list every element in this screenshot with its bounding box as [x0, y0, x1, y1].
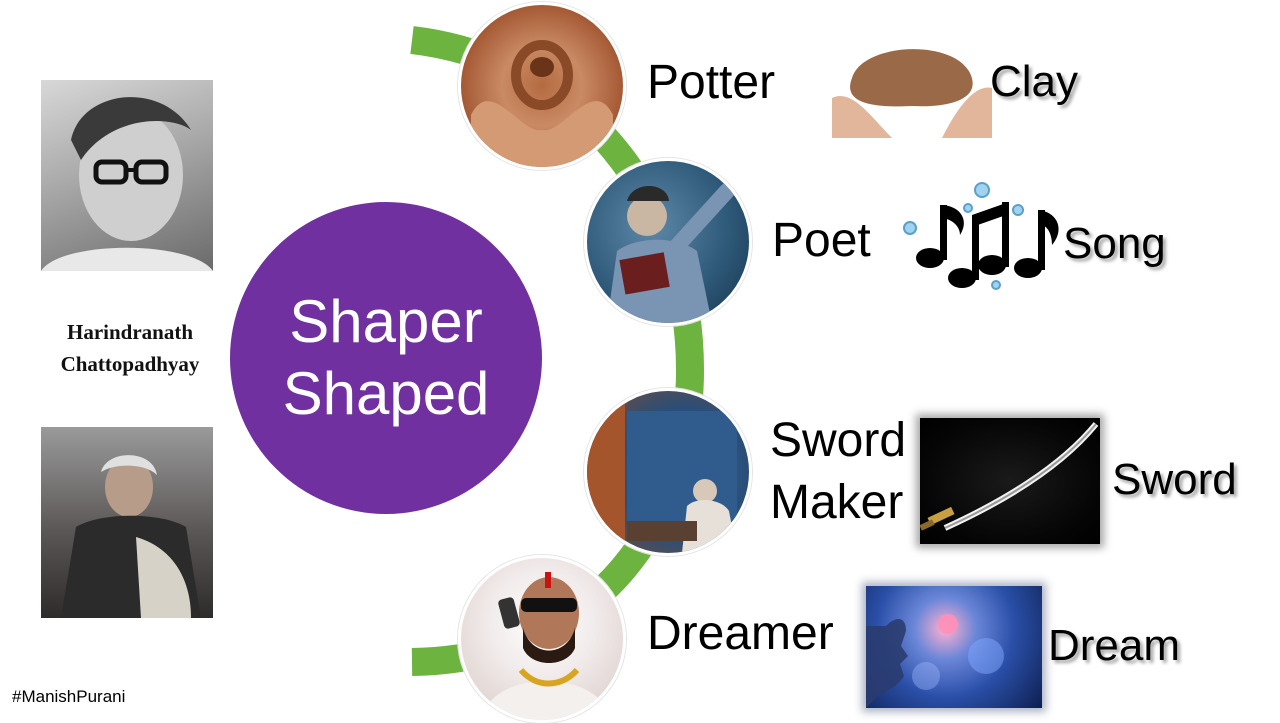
footer-hashtag: #ManishPurani: [12, 687, 126, 706]
music-notes-icon: [900, 180, 1065, 295]
result-label-dream: Dream: [1048, 621, 1181, 670]
author-name: Harindranath Chattopadhyay: [30, 316, 230, 380]
pottery-hands-icon: [458, 2, 626, 170]
author-name-line2: Chattopadhyay: [60, 352, 200, 376]
node-label-potter: Potter: [647, 56, 776, 109]
center-circle: Shaper Shaped: [230, 202, 542, 514]
node-label-sword-maker: Sword Maker: [770, 410, 906, 534]
result-label-clay: Clay: [990, 57, 1079, 106]
result-label-song: Song: [1063, 219, 1166, 268]
center-line2: Shaped: [282, 360, 490, 427]
poet-reading-icon: [584, 158, 752, 326]
node-label-sword-maker-line2: Maker: [770, 476, 904, 529]
blacksmith-icon: [584, 388, 752, 556]
author-name-line1: Harindranath: [66, 320, 194, 344]
dream-face-icon: [866, 586, 1042, 708]
node-label-dreamer: Dreamer: [647, 607, 834, 660]
result-label-sword: Sword: [1112, 455, 1237, 504]
center-line1: Shaper: [289, 288, 483, 355]
clay-hands-icon: [832, 28, 992, 138]
node-label-poet: Poet: [772, 214, 871, 267]
dreamer-phone-icon: [458, 555, 626, 723]
node-label-sword-maker-line1: Sword: [770, 414, 907, 467]
sword-icon: [920, 418, 1100, 544]
author-photo-young: [41, 80, 213, 271]
author-photo-old: [41, 427, 213, 618]
